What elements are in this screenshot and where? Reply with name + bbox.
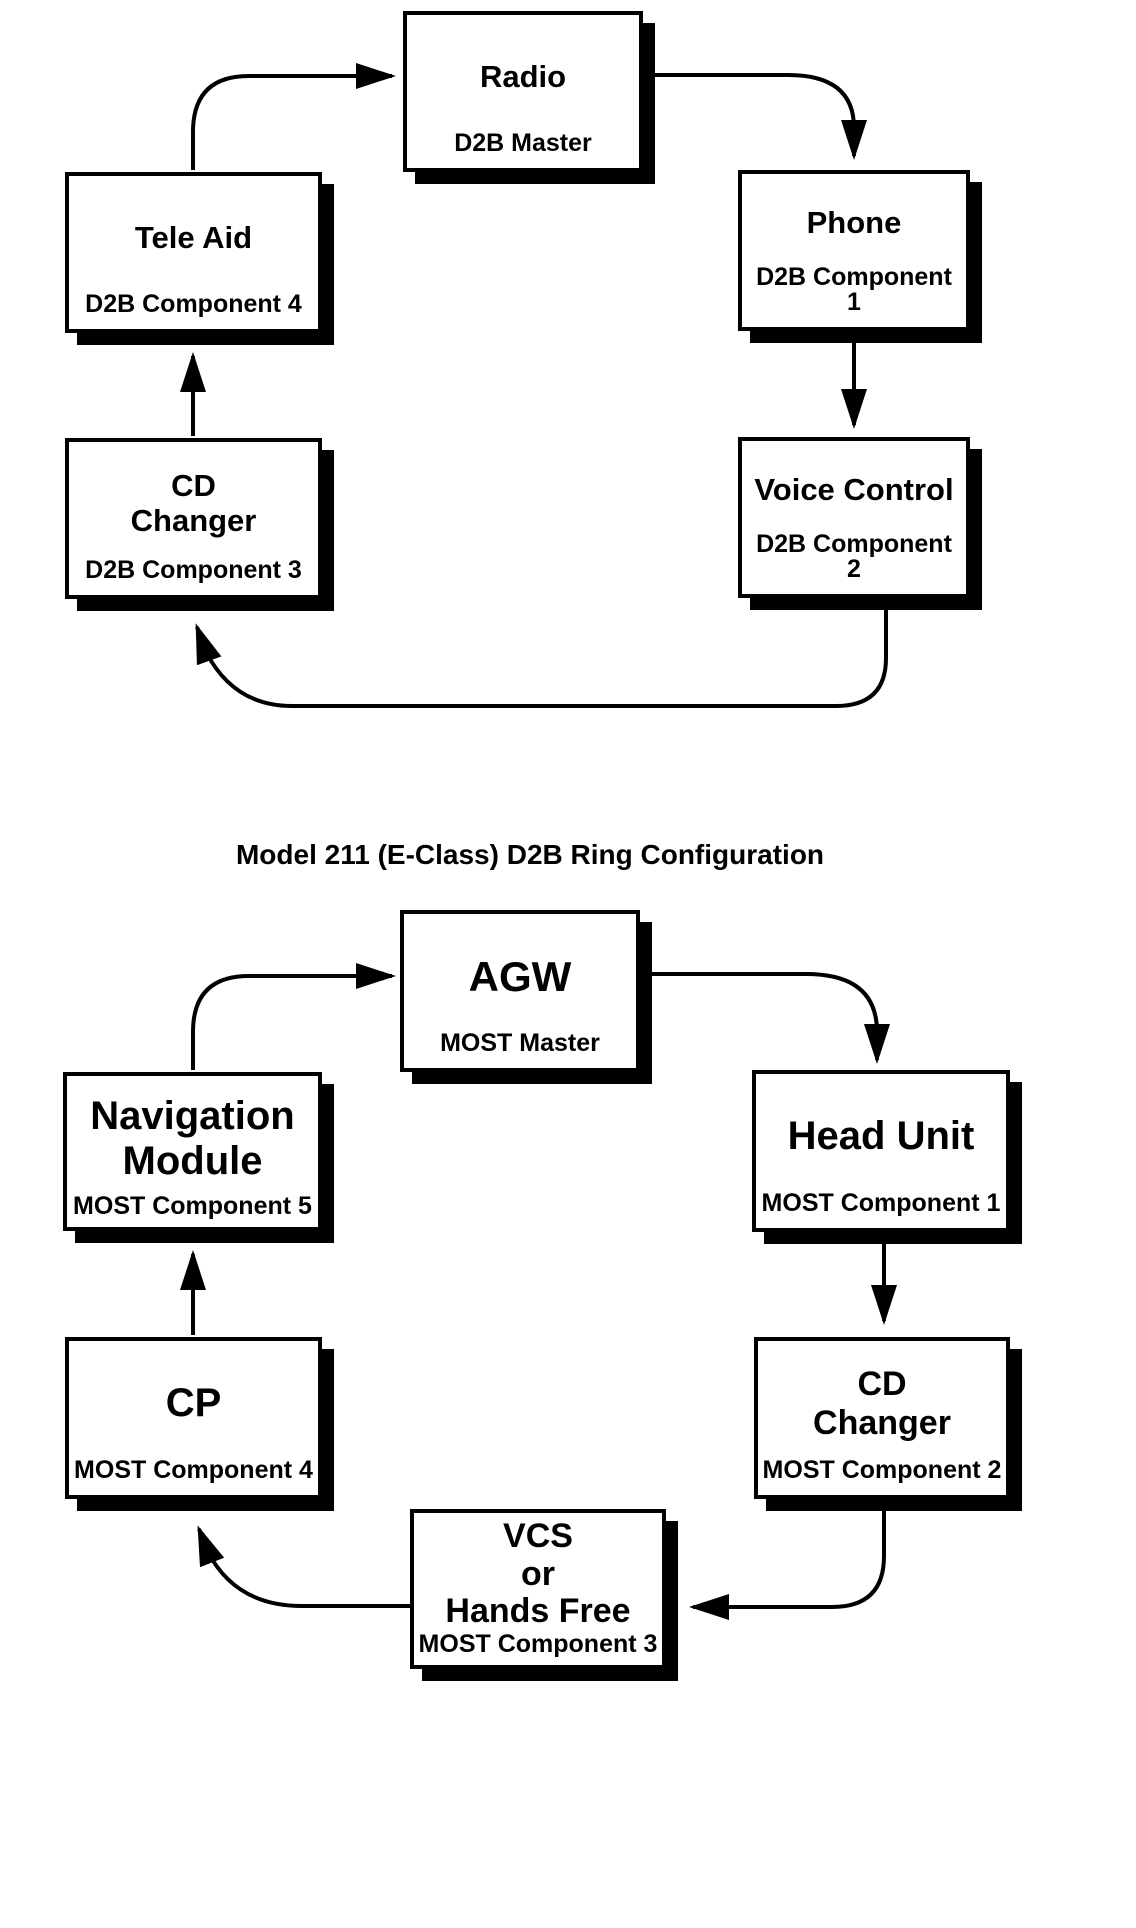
node-cd-changer-most-title: CD Changer — [813, 1365, 951, 1442]
node-tele-aid-title: Tele Aid — [134, 219, 253, 255]
node-agw: AGW MOST Master — [400, 910, 640, 1072]
arrow-voicecontrol-to-cdchanger — [195, 608, 888, 708]
node-phone: Phone D2B Component 1 — [738, 170, 970, 331]
node-voice-control: Voice Control D2B Component 2 — [738, 437, 970, 598]
node-cp-title: CP — [165, 1381, 222, 1426]
node-phone-title: Phone — [806, 205, 902, 241]
node-vcs-hands-free-title: VCS or Hands Free — [445, 1517, 631, 1631]
arrow-navmodule-to-agw — [191, 963, 396, 1070]
node-head-unit-subtitle: MOST Component 1 — [761, 1189, 1001, 1217]
node-radio: Radio D2B Master — [403, 11, 643, 172]
node-head-unit: Head Unit MOST Component 1 — [752, 1070, 1010, 1232]
node-phone-subtitle: D2B Component 1 — [756, 263, 952, 316]
node-voice-control-subtitle: D2B Component 2 — [756, 530, 952, 583]
node-vcs-hands-free-subtitle: MOST Component 3 — [418, 1630, 658, 1658]
diagram-caption: Model 211 (E-Class) D2B Ring Configurati… — [235, 839, 825, 870]
node-agw-title: AGW — [468, 952, 572, 1000]
arrow-cdchanger-to-vcs — [689, 1505, 886, 1620]
node-head-unit-title: Head Unit — [787, 1114, 975, 1159]
node-cd-changer-most-subtitle: MOST Component 2 — [762, 1456, 1002, 1484]
node-cd-changer-d2b-title: CD Changer — [130, 468, 257, 538]
arrow-vcs-to-cp — [197, 1525, 410, 1608]
arrow-radio-to-phone — [646, 73, 867, 160]
arrow-teleaid-to-radio — [191, 63, 396, 170]
node-cp: CP MOST Component 4 — [65, 1337, 322, 1499]
node-cd-changer-most: CD Changer MOST Component 2 — [754, 1337, 1010, 1499]
node-agw-subtitle: MOST Master — [440, 1029, 600, 1057]
node-navigation-module-title: Navigation Module — [90, 1094, 295, 1183]
node-radio-subtitle: D2B Master — [454, 129, 592, 157]
node-radio-title: Radio — [479, 58, 567, 94]
node-navigation-module-subtitle: MOST Component 5 — [73, 1192, 312, 1220]
node-cp-subtitle: MOST Component 4 — [74, 1456, 313, 1484]
arrow-agw-to-headunit — [646, 972, 890, 1064]
node-voice-control-title: Voice Control — [754, 472, 954, 508]
node-vcs-hands-free: VCS or Hands Free MOST Component 3 — [410, 1509, 666, 1669]
node-tele-aid: Tele Aid D2B Component 4 — [65, 172, 322, 333]
node-cd-changer-d2b-subtitle: D2B Component 3 — [85, 556, 302, 584]
node-cd-changer-d2b: CD Changer D2B Component 3 — [65, 438, 322, 599]
node-navigation-module: Navigation Module MOST Component 5 — [63, 1072, 322, 1231]
node-tele-aid-subtitle: D2B Component 4 — [85, 290, 302, 318]
